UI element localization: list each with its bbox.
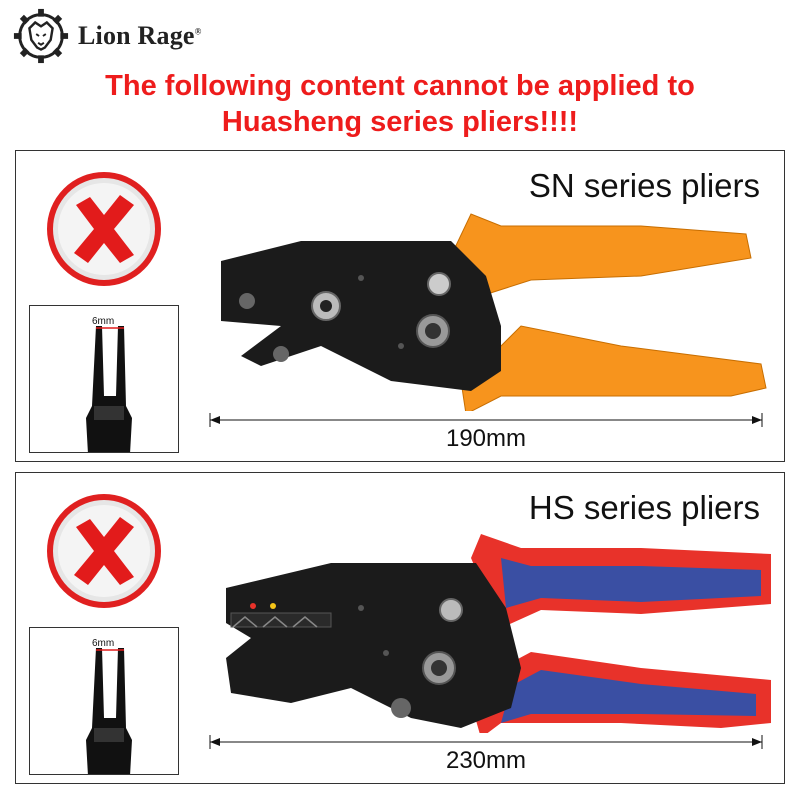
red-x-circle-icon [47,172,161,286]
length-dimension-line [209,413,763,427]
jaw-closeup-image [86,326,132,452]
jaw-gap-inset: 6mm [29,305,179,453]
hs-plier-image [226,534,771,733]
brand-name: Lion Rage® [78,21,202,50]
jaw-closeup-image [86,648,132,774]
gap-label: 6mm [92,638,115,649]
length-value: 230mm [445,747,527,774]
panel-sn-series: SN series pliers 6mm 190m [15,150,785,462]
red-x-circle-icon [47,494,161,608]
warning-line-2: Huasheng series pliers!!!! [221,106,579,138]
registered-mark: ® [194,26,202,37]
warning-line-1: The following content cannot be applied … [105,70,695,102]
panel-title: HS series pliers [528,489,760,526]
brand: Lion Rage® [12,6,202,66]
length-dimension-line [209,735,763,749]
jaw-gap-inset: 6mm [29,627,179,775]
warning-headline: The following content cannot be applied … [0,68,800,140]
panel-hs-series: HS series pliers 6mm [15,472,785,784]
lion-gear-logo-icon [13,8,69,64]
gap-label: 6mm [92,316,115,327]
sn-plier-image [221,213,767,411]
panel-title: SN series pliers [528,167,760,204]
length-value: 190mm [445,425,527,452]
